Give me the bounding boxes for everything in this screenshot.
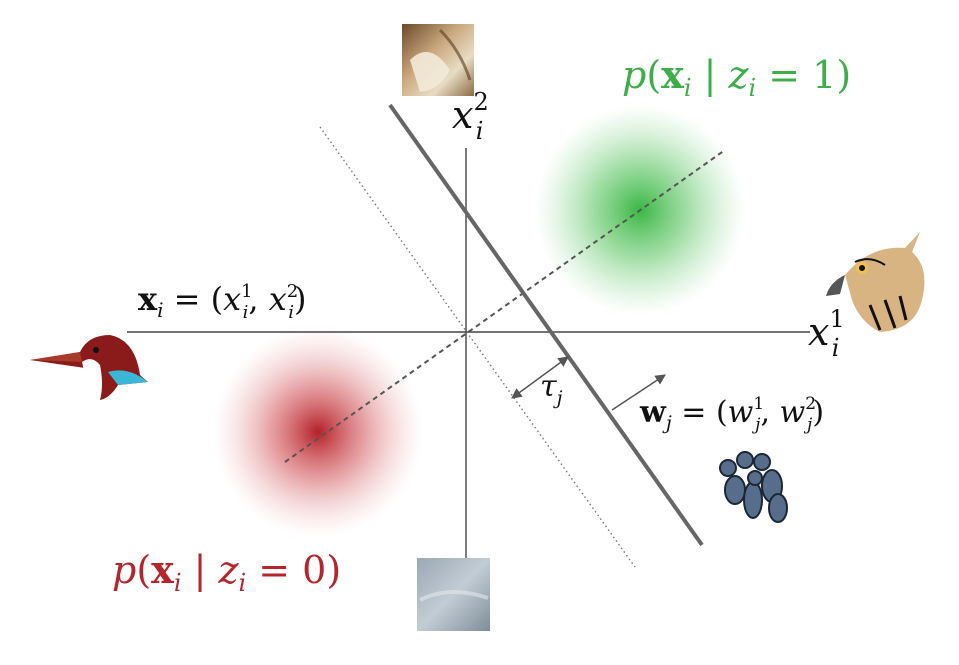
threshold-label: τj [540, 369, 563, 409]
class0-distribution-label: p(xi | zi = 0) [112, 547, 341, 597]
tau-offset-arrow [511, 356, 569, 399]
origin-parallel-line [319, 126, 636, 568]
hawk-icon [826, 232, 925, 332]
class0-gaussian [213, 327, 423, 537]
class1-distribution-label: p(xi | zi = 1) [622, 52, 851, 102]
feather-thumbnail-icon [402, 24, 474, 96]
people-group-icon [719, 451, 788, 523]
weight-vector-arrow [611, 374, 666, 411]
kingfisher-icon [30, 335, 148, 400]
sky-thumbnail-icon [417, 558, 490, 631]
decision-boundary [388, 103, 704, 547]
